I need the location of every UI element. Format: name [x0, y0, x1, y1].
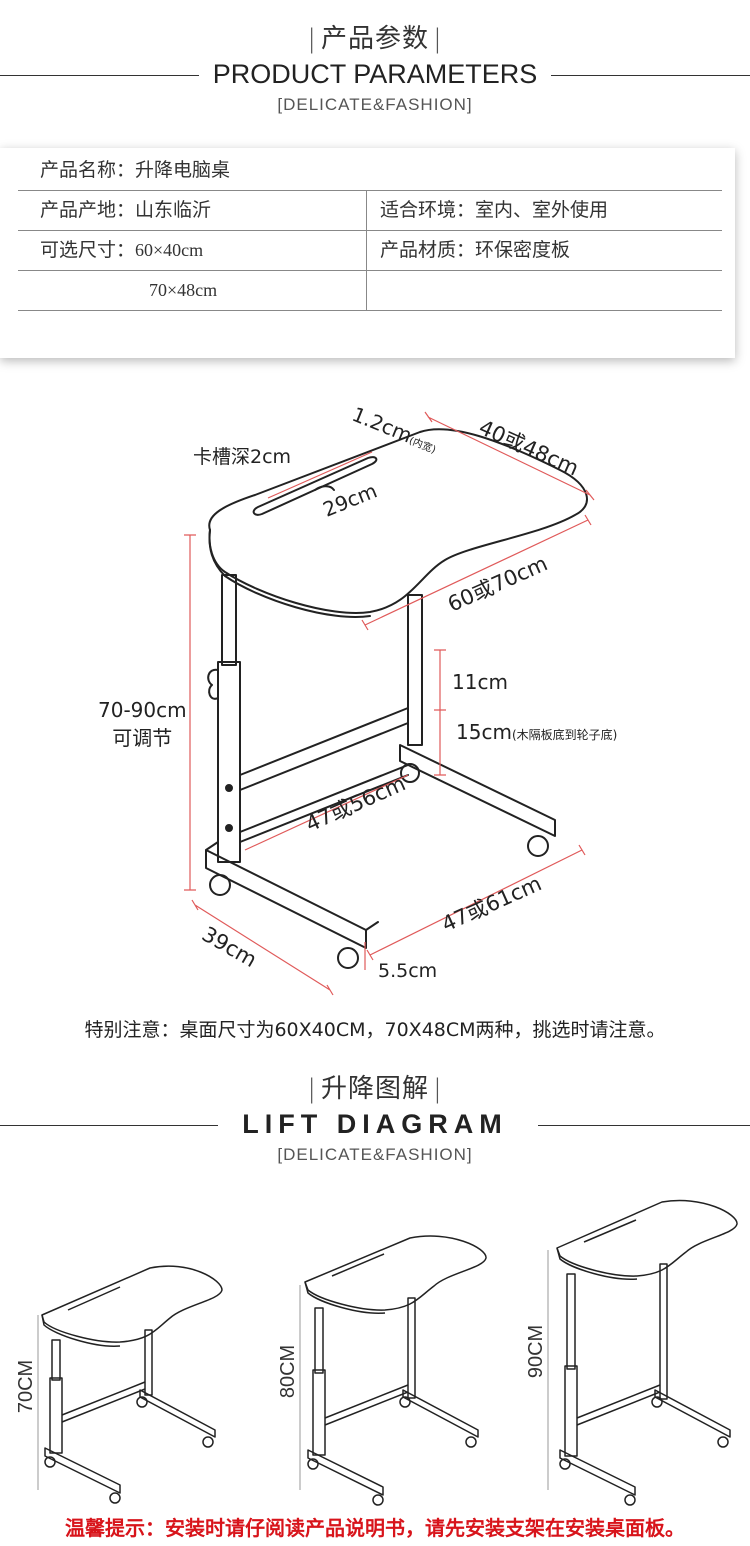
- lift-diagram-header: |升降图解| LIFT DIAGRAM [DELICATE&FASHION]: [0, 1068, 750, 1165]
- table-row: 可选尺寸：60×40cm 产品材质：环保密度板: [18, 230, 722, 271]
- param-material: 产品材质：环保密度板: [380, 239, 571, 261]
- wheel: [527, 835, 549, 857]
- size-option-1: 60×40cm: [135, 240, 204, 260]
- desk-70: [41, 1265, 223, 1504]
- clearance-value: 15cm: [456, 720, 512, 744]
- title-bar-right: |: [433, 24, 443, 54]
- title-bar-right: |: [433, 1074, 443, 1104]
- section-title-cn: |升降图解|: [0, 1068, 750, 1105]
- wheel: [209, 874, 231, 896]
- size-option-2: 70×48cm: [149, 270, 217, 310]
- divider-right: [538, 75, 750, 76]
- height-knob: [207, 668, 219, 700]
- dim-slot-length: [267, 451, 373, 499]
- dim-base-width: [191, 899, 334, 996]
- wheel: [400, 763, 420, 783]
- card-slot: [252, 456, 378, 516]
- right-column: [407, 594, 423, 746]
- desk-80: [304, 1235, 487, 1506]
- param-size: 可选尺寸：60×40cm: [40, 230, 203, 270]
- dim-top-width: [361, 514, 592, 631]
- desk-illustration: [184, 411, 595, 996]
- parameter-table: 产品名称：升降电脑桌 产品产地：山东临沂 适合环境：室内、室外使用 可选尺寸：6…: [0, 148, 735, 358]
- title-text: 产品参数: [320, 24, 429, 54]
- right-base: [399, 744, 556, 837]
- param-environment: 适合环境：室内、室外使用: [380, 199, 609, 221]
- product-parameters-header: |产品参数| PRODUCT PARAMETERS [DELICATE&FASH…: [0, 18, 750, 115]
- section-subtitle: [DELICATE&FASHION]: [277, 95, 473, 114]
- column-divider: [366, 190, 367, 310]
- title-text: 升降图解: [320, 1074, 429, 1104]
- size-label: 可选尺寸：: [40, 239, 136, 261]
- desk-90: [556, 1199, 738, 1506]
- dim-gap: [434, 649, 446, 711]
- section-title-en: PRODUCT PARAMETERS: [198, 59, 552, 90]
- divider-left: [0, 75, 218, 76]
- left-base: [205, 841, 379, 949]
- section-subtitle: [DELICATE&FASHION]: [277, 1145, 473, 1164]
- table-row: 产品名称：升降电脑桌: [18, 150, 722, 191]
- slot-notch: [314, 485, 335, 491]
- dim-base-length: [366, 844, 586, 961]
- special-note: 特别注意：桌面尺寸为60X40CM，70X48CM两种，挑选时请注意。: [84, 1019, 666, 1041]
- table-row: 产品产地：山东临沂 适合环境：室内、室外使用: [18, 190, 722, 231]
- section-title-en: LIFT DIAGRAM: [228, 1109, 522, 1140]
- label-height: 70-90cm 可调节: [98, 698, 187, 751]
- param-name: 产品名称：升降电脑桌: [40, 159, 231, 181]
- section-title-cn: |产品参数|: [0, 18, 750, 55]
- dim-inner-width: [244, 774, 409, 851]
- upper-column: [221, 574, 237, 666]
- size-option-2-text: 70×48cm: [149, 280, 218, 300]
- param-origin: 产品产地：山东临沂: [40, 199, 212, 221]
- clearance-note: (木隔板底到轮子底): [511, 728, 618, 742]
- dim-top-depth: [424, 411, 595, 501]
- dimension-diagram: 卡槽深2cm 1.2cm(内宽) 29cm 40或48cm 60或70cm 70…: [0, 380, 750, 1000]
- installation-warning: 温馨提示：安装时请仔阅读产品说明书，请先安装支架在安装桌面板。: [65, 1516, 685, 1540]
- label-clearance: 15cm(木隔板底到轮子底): [456, 720, 617, 744]
- hole: [225, 784, 233, 792]
- dim-height: [184, 534, 196, 891]
- height-value: 70-90cm: [98, 698, 187, 722]
- table-row: 70×48cm: [18, 270, 722, 311]
- divider-left: [0, 1125, 218, 1126]
- wheel: [337, 947, 359, 969]
- label-bar-gap: 11cm: [452, 670, 508, 694]
- height-adjustable: 可调节: [112, 726, 173, 750]
- hole: [225, 824, 233, 832]
- lift-illustration: [37, 1199, 738, 1506]
- crossbar-lower: [239, 764, 409, 843]
- label-slot-depth: 卡槽深2cm: [193, 446, 292, 468]
- title-bar-left: |: [307, 1074, 317, 1104]
- label-wheel: 5.5cm: [378, 960, 438, 982]
- crossbar-upper: [239, 707, 409, 791]
- divider-right: [538, 1125, 750, 1126]
- lift-diagram: 70CM 80CM 90CM: [0, 1190, 750, 1510]
- table-top: [208, 428, 588, 614]
- height-label-70: 70CM: [15, 1359, 38, 1414]
- title-bar-left: |: [307, 24, 317, 54]
- table-edge: [208, 529, 371, 618]
- height-label-90: 90CM: [525, 1324, 548, 1379]
- height-label-80: 80CM: [277, 1344, 300, 1399]
- dim-clearance: [434, 710, 446, 776]
